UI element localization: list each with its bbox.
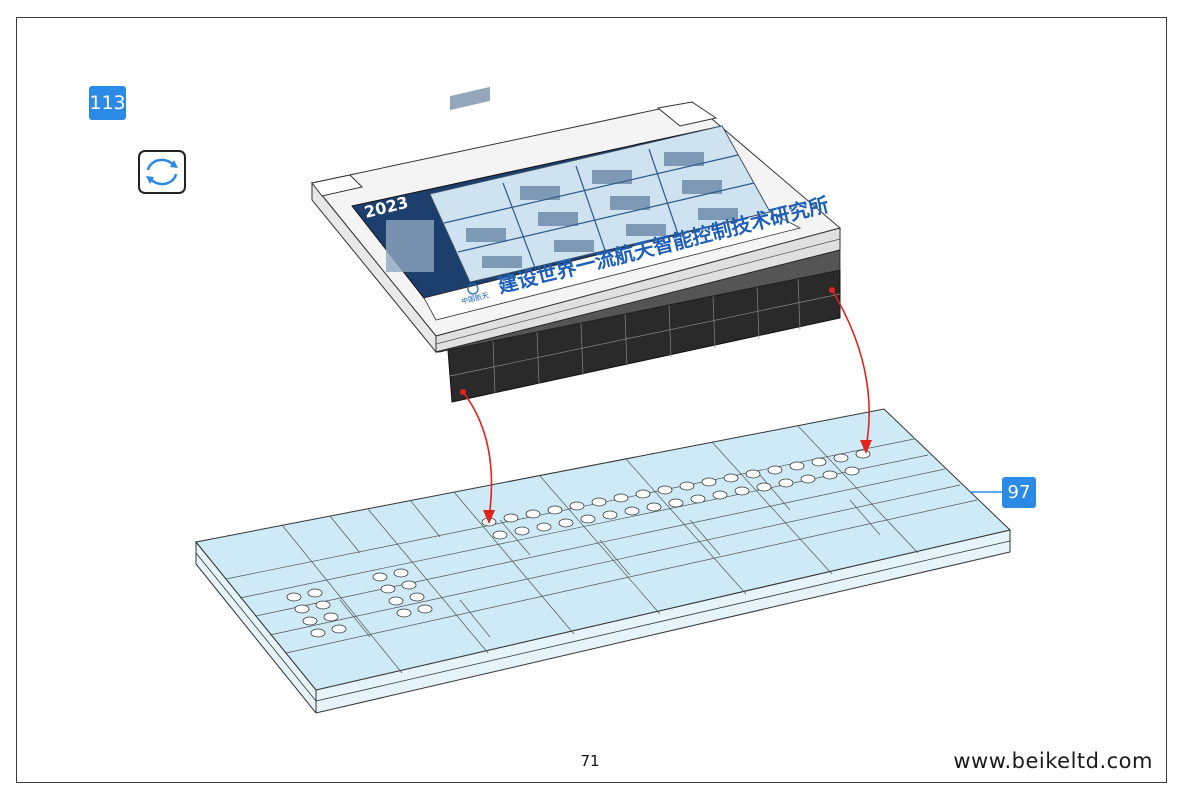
- calendar-sign-module: 2023 建设世界一流航天智能控制技术研究所 中国航天: [311, 86, 842, 403]
- placement-arrows: [462, 289, 870, 519]
- website-url[interactable]: www.beikeltd.com: [953, 749, 1153, 773]
- baseplate: [195, 408, 1012, 714]
- arrow-right-head: [860, 440, 872, 454]
- arrow-left: [462, 391, 493, 519]
- step-number-badge: 113: [89, 86, 126, 120]
- arrow-left-head: [483, 510, 495, 524]
- rotate-model-icon: [138, 150, 186, 194]
- page-frame: [16, 17, 1167, 783]
- casc-logo-icon: [467, 283, 479, 295]
- page-number: 71: [580, 752, 600, 770]
- arrow-right: [831, 289, 870, 449]
- substep-badge: 97: [1002, 477, 1036, 508]
